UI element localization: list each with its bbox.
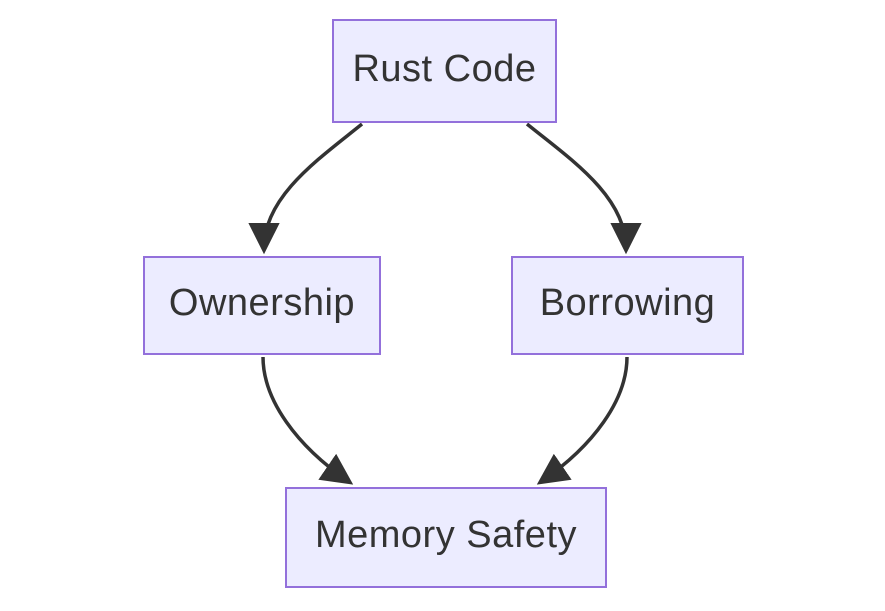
- node-rust-code: Rust Code: [332, 19, 557, 123]
- node-ownership: Ownership: [143, 256, 381, 355]
- edge-rust-code-to-ownership: [248, 122, 364, 255]
- edge-rust-code-to-borrowing: [525, 122, 642, 255]
- node-label: Rust Code: [352, 47, 537, 90]
- node-borrowing: Borrowing: [511, 256, 744, 355]
- edge-ownership-to-memory-safety: [261, 356, 354, 485]
- node-label: Ownership: [168, 282, 356, 324]
- node-label: Borrowing: [539, 282, 716, 324]
- edge-borrowing-to-memory-safety: [536, 356, 629, 485]
- node-label: Memory Safety: [314, 514, 578, 556]
- node-memory-safety: Memory Safety: [285, 487, 607, 588]
